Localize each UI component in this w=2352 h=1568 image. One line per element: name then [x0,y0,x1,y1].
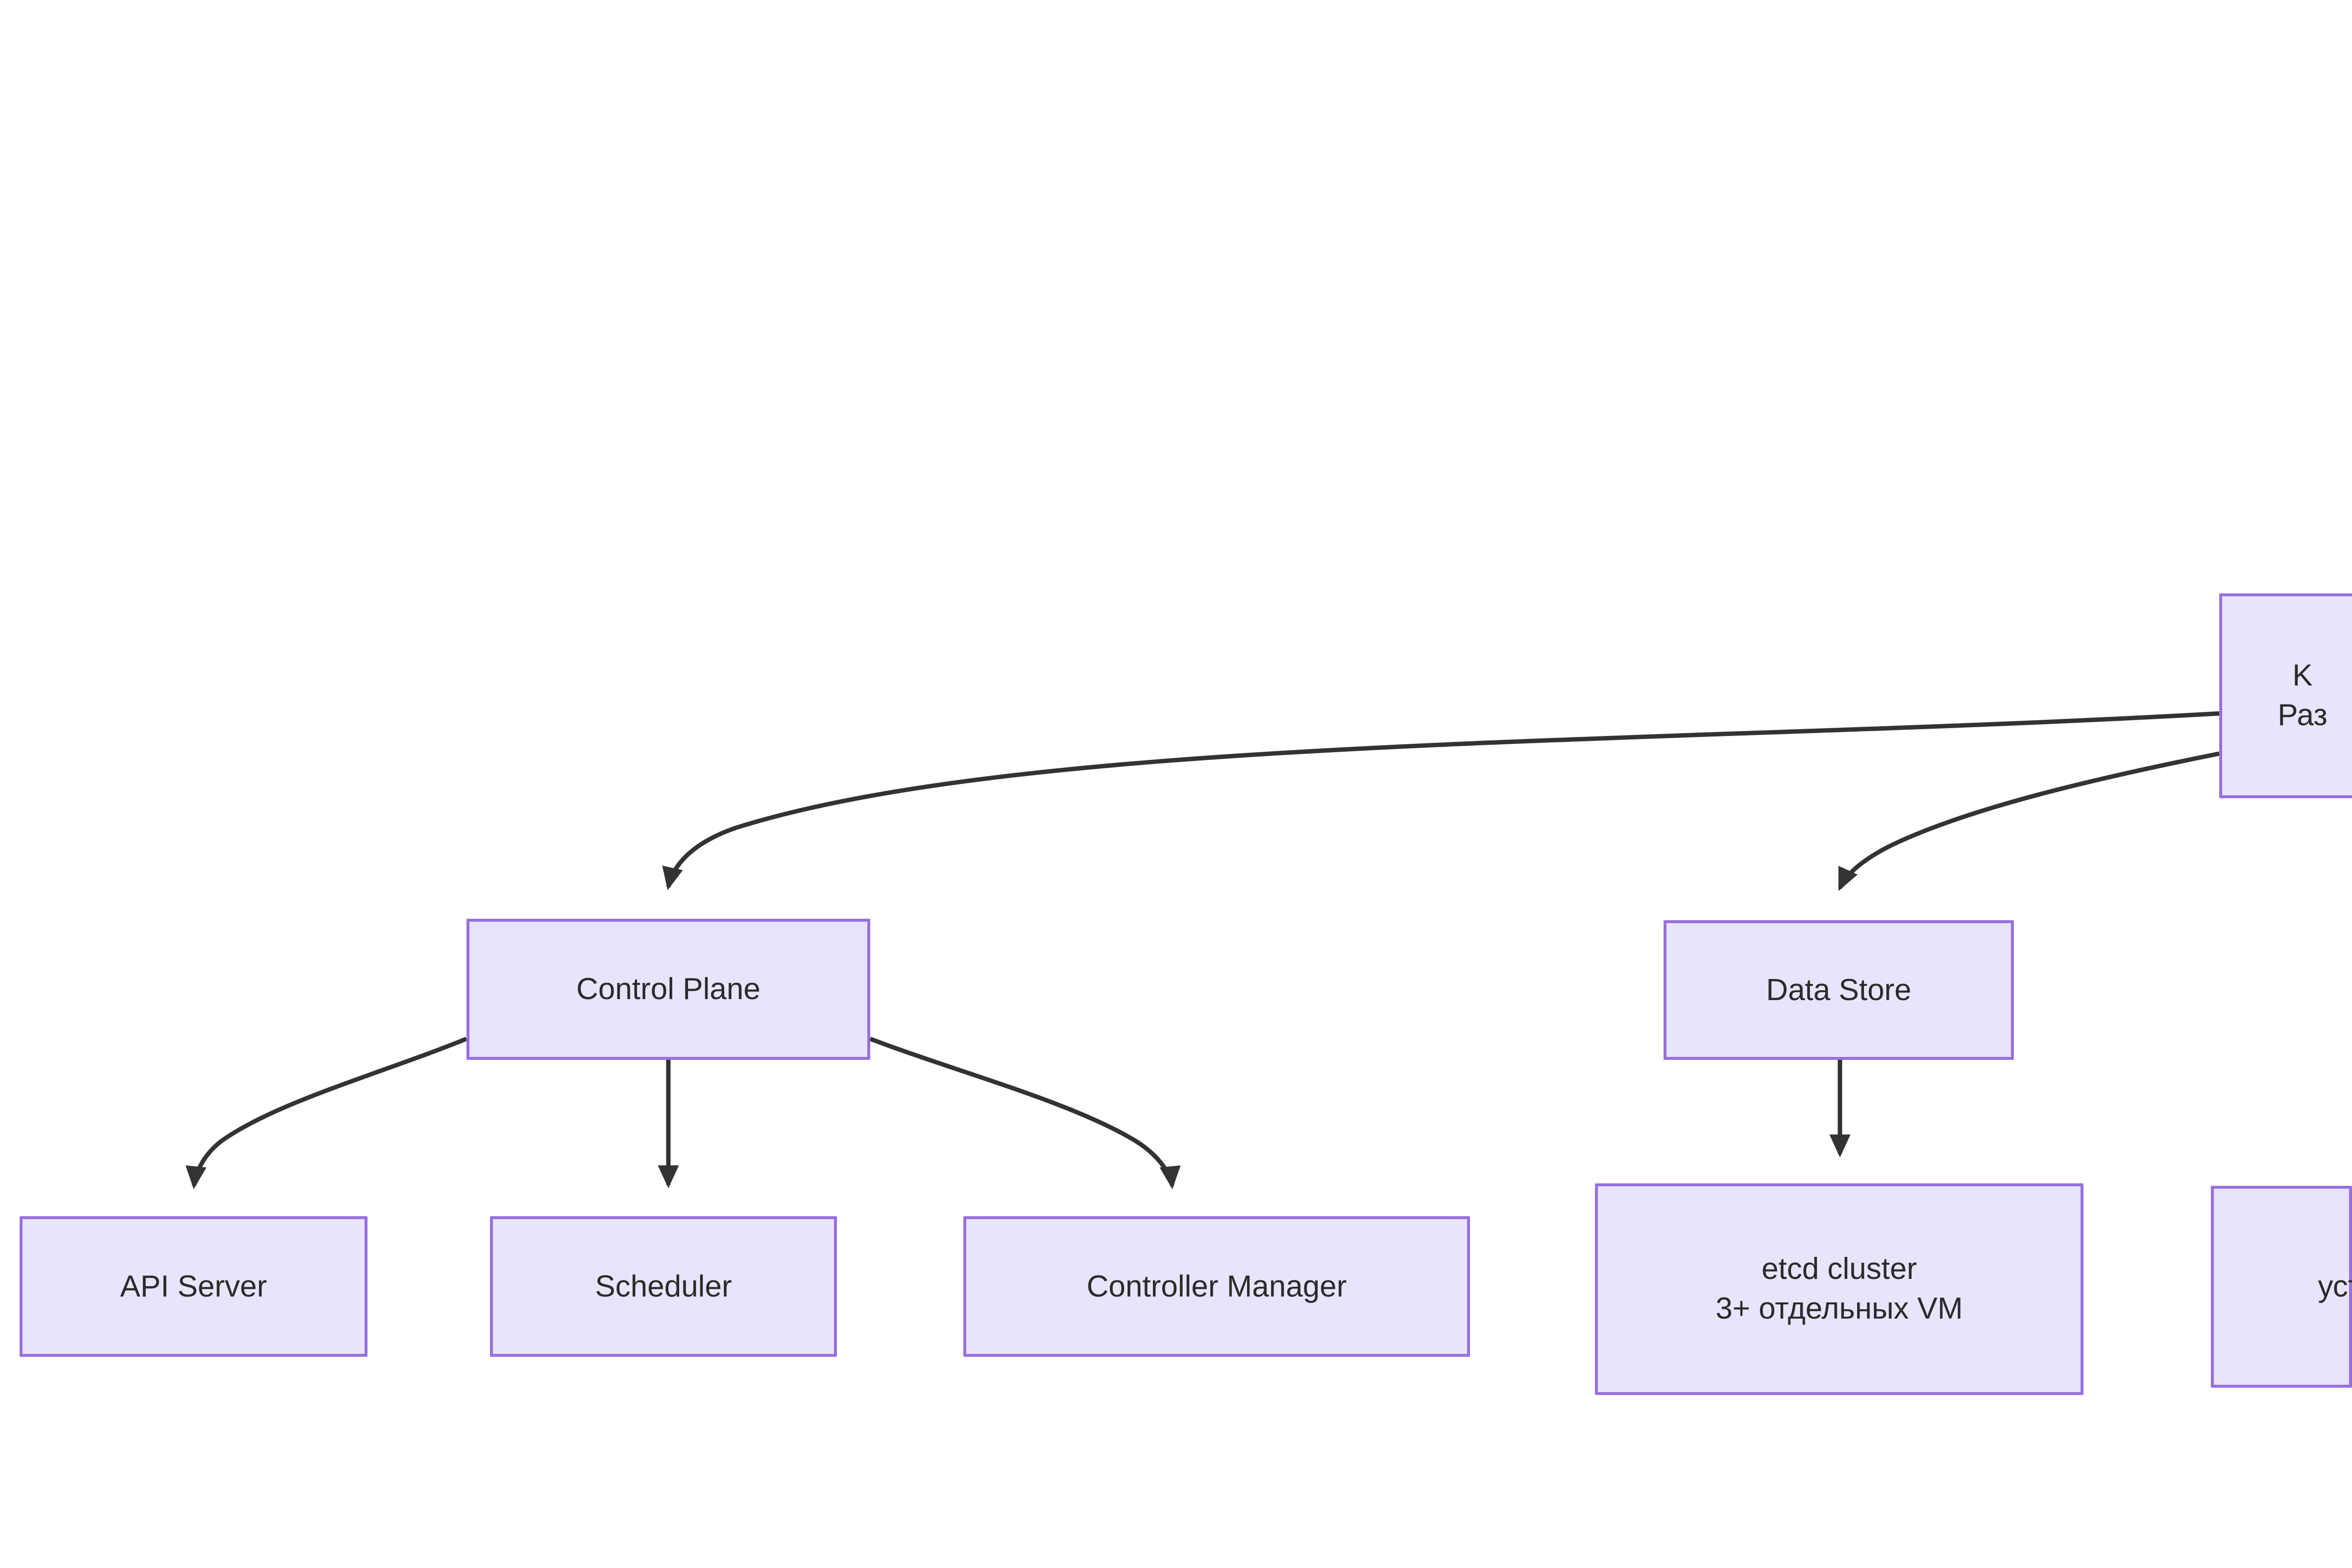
node-control-plane[interactable]: Control Plane [466,919,870,1060]
node-etcd-cluster[interactable]: etcd cluster 3+ отдельных VM [1595,1183,2083,1395]
node-root-line-2: Раз [2278,698,2328,732]
node-install-label: уста [2318,1270,2352,1304]
node-api-server[interactable]: API Server [20,1216,368,1357]
node-etcd-cluster-line-2: 3+ отдельных VM [1715,1292,1963,1325]
node-root[interactable]: K Раз [2219,593,2352,798]
node-install[interactable]: уста [2211,1186,2352,1388]
node-api-server-label: API Server [120,1269,267,1303]
edge-root-to-control-plane [662,711,2220,890]
node-controller-manager[interactable]: Controller Manager [963,1216,1470,1357]
node-scheduler-label: Scheduler [595,1269,732,1303]
node-controller-manager-label: Controller Manager [1086,1269,1347,1303]
node-control-plane-label: Control Plane [576,972,760,1006]
node-data-store[interactable]: Data Store [1664,920,2014,1060]
edge-control-plane-to-api-server [185,1036,467,1189]
node-data-store-label: Data Store [1766,973,1911,1007]
edge-root-to-data-store [1838,751,2220,891]
node-root-line-1: K [2292,659,2313,693]
node-etcd-cluster-line-1: etcd cluster [1761,1252,1917,1286]
edge-control-plane-to-controller-manager [869,1036,1181,1189]
node-scheduler[interactable]: Scheduler [490,1216,837,1357]
